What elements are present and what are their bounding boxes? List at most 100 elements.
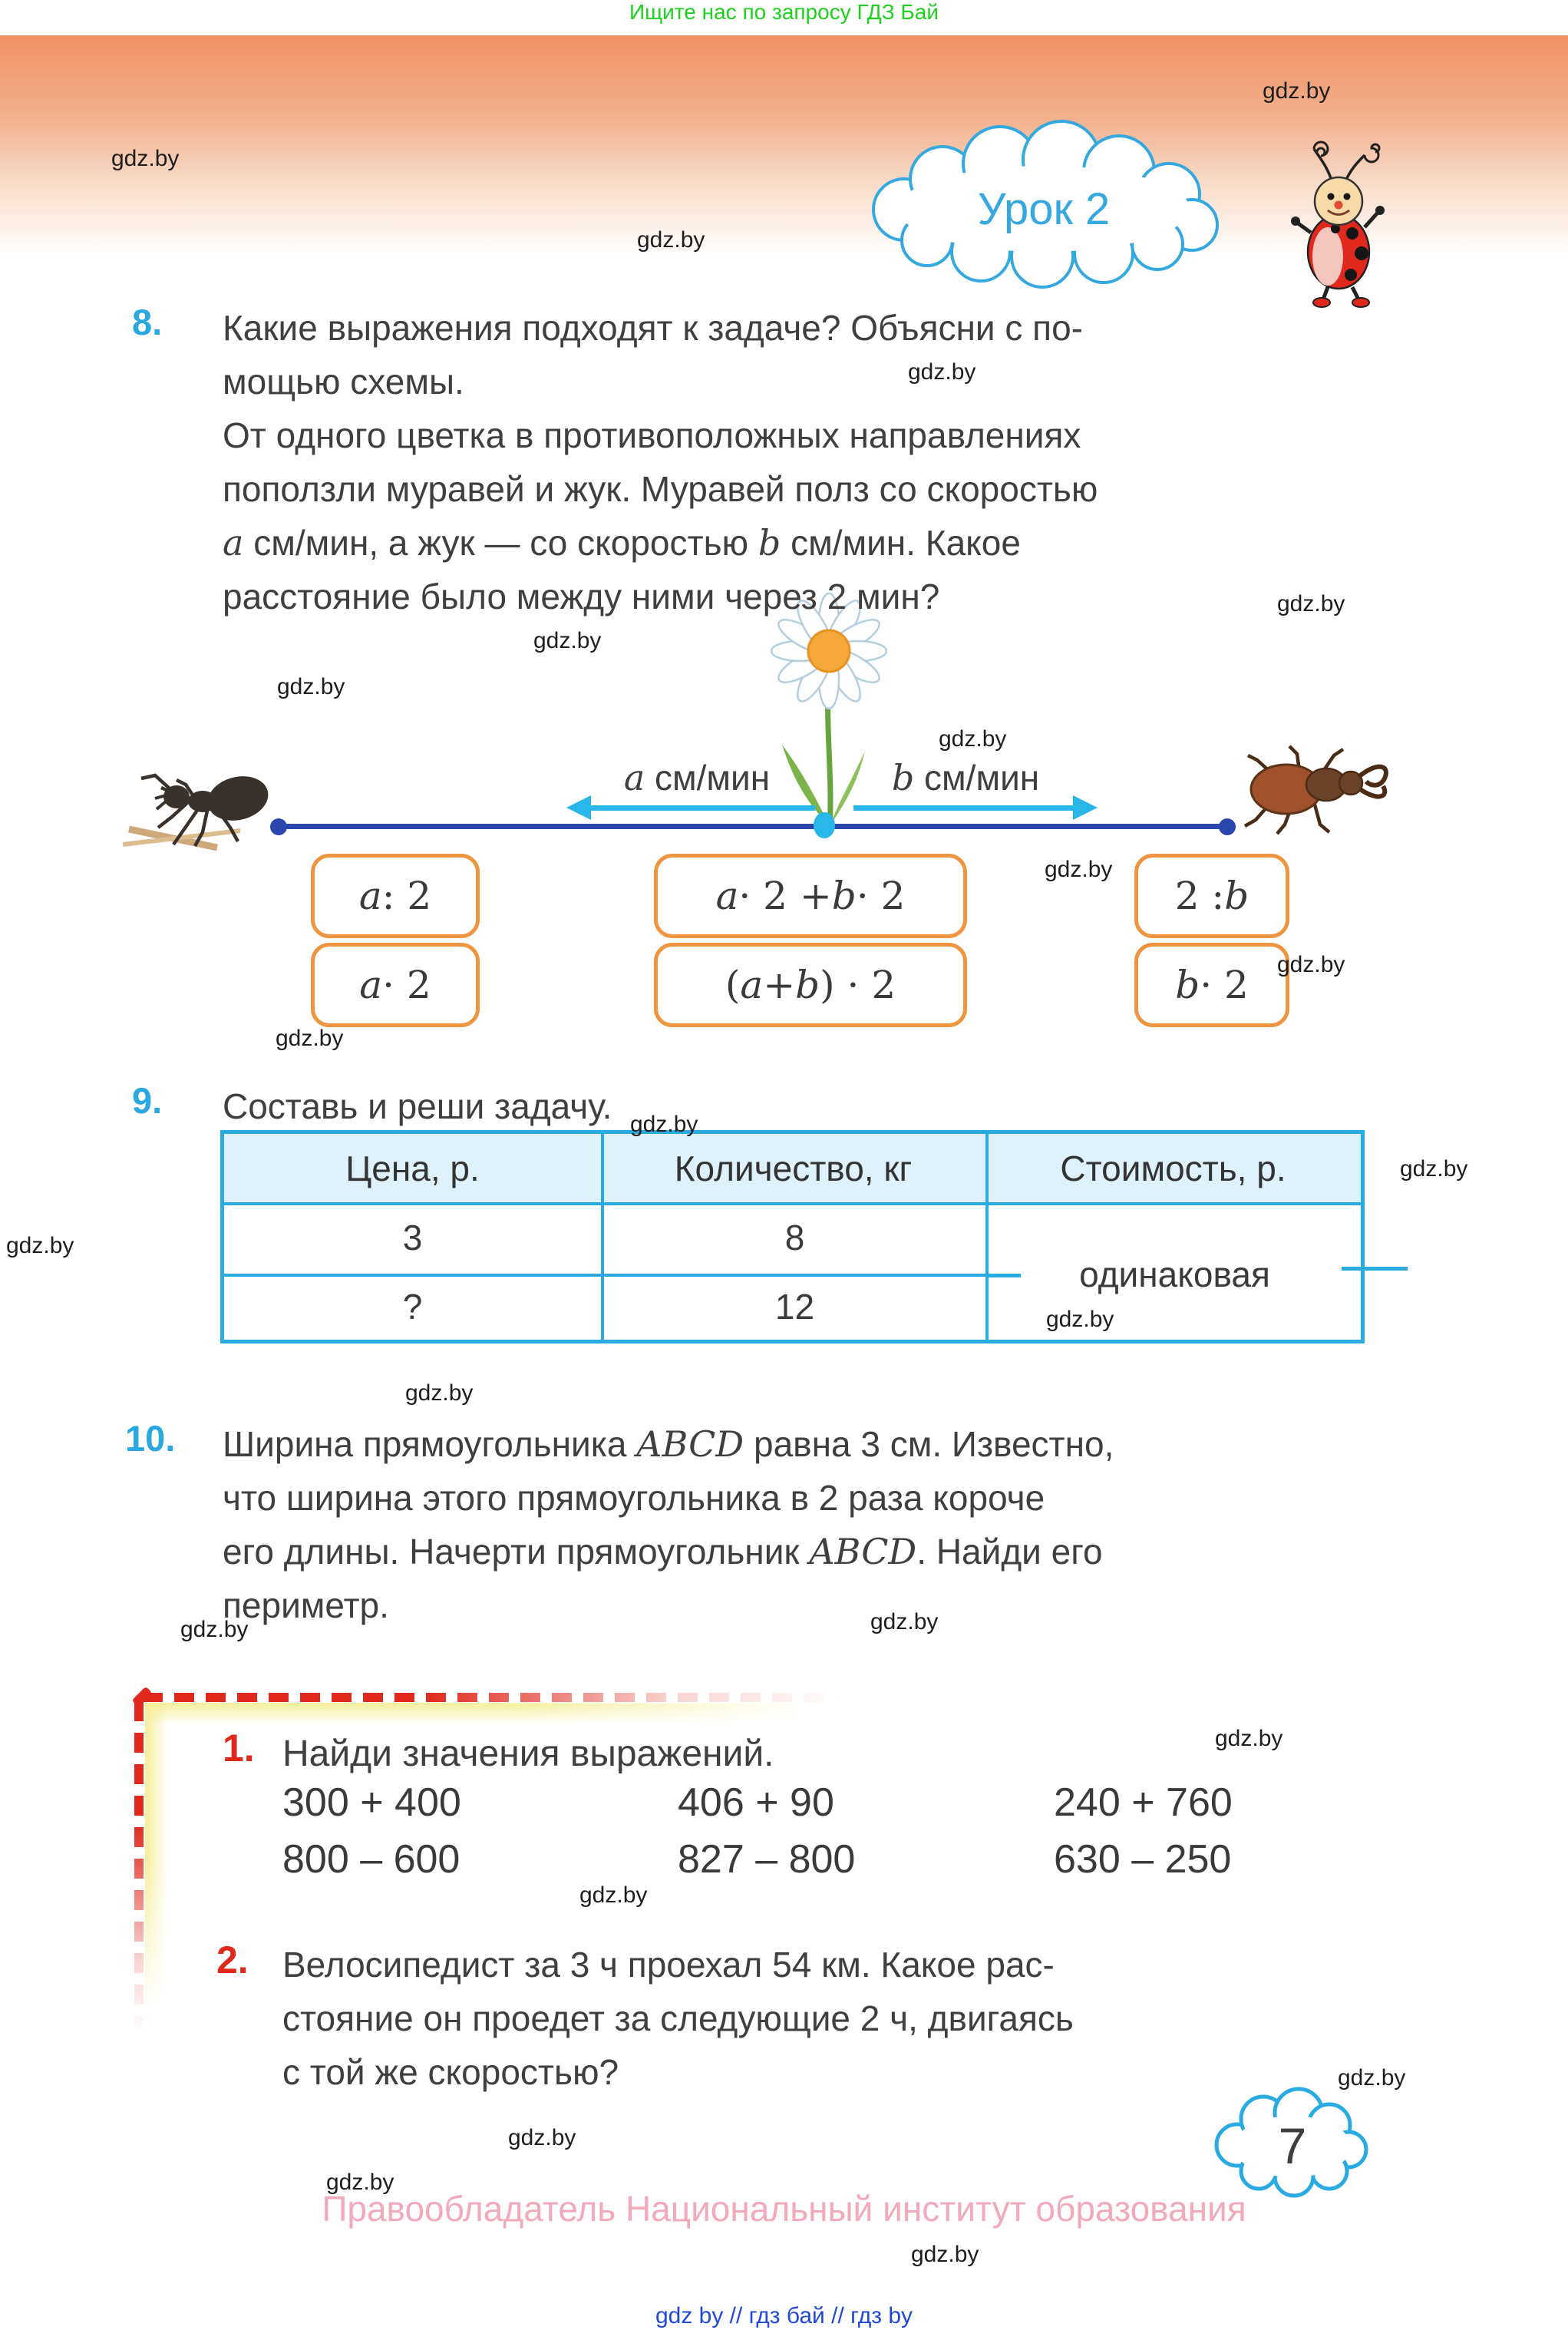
speed-label-right: b см/мин xyxy=(891,757,1040,798)
daisy-flower-icon xyxy=(770,592,888,828)
task1-expression: 630 – 250 xyxy=(1054,1837,1232,1882)
expression-option: 2 : b xyxy=(1134,854,1289,938)
task1-number: 1. xyxy=(223,1727,255,1770)
problem9-table: Цена, р. Количество, кг Стоимость, р. 3 … xyxy=(220,1130,1365,1344)
problem10-number: 10. xyxy=(125,1418,176,1459)
problem8-line: поползли муравей и жук. Муравей полз со … xyxy=(223,469,1098,509)
header-gradient-band xyxy=(0,35,1568,256)
merged-cell-right-stub xyxy=(1342,1267,1408,1271)
watermark: gdz.by xyxy=(1215,1726,1283,1751)
watermark: gdz.by xyxy=(326,2170,394,2195)
watermark: gdz.by xyxy=(579,1882,648,1908)
table-column-divider xyxy=(601,1134,604,1340)
footer-links: gdz by // гдз бай // гдз by xyxy=(655,2303,913,2328)
watermark: gdz.by xyxy=(111,146,180,171)
task1-expression: 827 – 800 xyxy=(678,1837,856,1882)
expression-option: a · 2 + b · 2 xyxy=(654,854,967,938)
watermark: gdz.by xyxy=(1046,1307,1114,1332)
table-cell: ? xyxy=(402,1287,423,1327)
table-cell: 12 xyxy=(774,1287,815,1327)
watermark: gdz.by xyxy=(637,227,705,253)
task2-text: Велосипедист за 3 ч проехал 54 км. Какое… xyxy=(282,1938,1074,2099)
watermark: gdz.by xyxy=(405,1380,474,1406)
task1-title: Найди значения выражений. xyxy=(282,1734,774,1774)
promo-text: Ищите нас по запросу ГДЗ Бай xyxy=(629,0,939,24)
table-cell: 8 xyxy=(784,1218,805,1258)
homework-border-top-fade xyxy=(143,1691,880,1704)
problem8-line: расстояние было между ними через 2 мин? xyxy=(223,577,940,616)
expression-option: b · 2 xyxy=(1134,943,1289,1027)
table-header-row: Цена, р. Количество, кг Стоимость, р. xyxy=(224,1134,1361,1205)
problem10-line: Ширина прямоугольника ABCD равна 3 см. И… xyxy=(223,1423,1114,1465)
task1-expression: 240 + 760 xyxy=(1054,1780,1233,1825)
task2-line: Велосипедист за 3 ч проехал 54 км. Какое… xyxy=(282,1945,1055,1985)
lesson-label: Урок 2 xyxy=(978,184,1111,234)
problem8-text: Какие выражения подходят к задаче? Объяс… xyxy=(223,301,1098,623)
watermark: gdz.by xyxy=(1338,2065,1406,2090)
watermark: gdz.by xyxy=(911,2242,979,2267)
watermark: gdz.by xyxy=(870,1609,939,1634)
watermark: gdz.by xyxy=(277,674,345,699)
task2-line: стояние он проедет за следующие 2 ч, дви… xyxy=(282,1998,1074,2038)
arrow-right-head xyxy=(1073,795,1098,820)
page-number: 7 xyxy=(1279,2117,1307,2174)
watermark: gdz.by xyxy=(939,726,1007,752)
line-right-dot xyxy=(1219,818,1236,835)
ant-icon xyxy=(122,773,269,851)
problem8-line: От одного цветка в противоположных напра… xyxy=(223,415,1081,455)
arrow-left-line xyxy=(589,805,815,811)
table-column-divider xyxy=(985,1134,989,1340)
homework-border-glow-top xyxy=(146,1703,844,1724)
table-header-cell: Цена, р. xyxy=(345,1148,480,1188)
problem8-line: a см/мин, а жук — со скоростью b см/мин.… xyxy=(223,522,1021,564)
page-number-cloud: 7 xyxy=(1214,2087,1368,2198)
table-header-cell: Стоимость, р. xyxy=(1060,1148,1286,1188)
watermark: gdz.by xyxy=(1045,857,1113,882)
homework-border-left-fade xyxy=(133,1701,145,2047)
expression-option: (a + b) · 2 xyxy=(654,943,967,1027)
task1-expression: 300 + 400 xyxy=(282,1780,461,1825)
problem10-text: Ширина прямоугольника ABCD равна 3 см. И… xyxy=(223,1417,1114,1632)
watermark: gdz.by xyxy=(630,1112,698,1137)
speed-label-left: a см/мин xyxy=(623,757,771,798)
line-left-dot xyxy=(270,818,287,835)
copyright-text: Правообладатель Национальный институт об… xyxy=(322,2189,1246,2229)
watermark: gdz.by xyxy=(508,2125,576,2150)
watermark: gdz.by xyxy=(1277,591,1345,616)
table-cell: 3 xyxy=(402,1218,423,1258)
expression-option: a · 2 xyxy=(311,943,480,1027)
flower-point-dot xyxy=(814,812,835,838)
watermark: gdz.by xyxy=(1277,952,1345,977)
watermark: gdz.by xyxy=(1400,1156,1468,1182)
homework-border-glow-left xyxy=(145,1703,168,2025)
table-header-cell: Количество, кг xyxy=(674,1148,913,1188)
watermark: gdz.by xyxy=(1263,78,1331,104)
table-row-divider xyxy=(224,1274,985,1277)
problem9-title: Составь и реши задачу. xyxy=(223,1086,612,1126)
watermark: gdz.by xyxy=(180,1617,249,1642)
task2-line: с той же скоростью? xyxy=(282,2052,619,2092)
problem10-line: периметр. xyxy=(223,1585,389,1625)
arrow-left-head xyxy=(566,795,591,820)
ladybug-icon xyxy=(1291,140,1385,308)
task2-number: 2. xyxy=(216,1938,249,1981)
problem8-line: мощью схемы. xyxy=(223,362,464,402)
problem8-number: 8. xyxy=(132,302,163,342)
task1-expression: 800 – 600 xyxy=(282,1837,460,1882)
lesson-cloud: Урок 2 xyxy=(872,120,1219,289)
problem9-number: 9. xyxy=(132,1080,163,1121)
beetle-icon xyxy=(1243,745,1388,835)
watermark: gdz.by xyxy=(6,1233,74,1258)
watermark: gdz.by xyxy=(533,628,602,653)
problem10-line: его длины. Начерти прямоугольник ABCD. Н… xyxy=(223,1531,1103,1572)
expression-option: a : 2 xyxy=(311,854,480,938)
merged-cell-left-stub xyxy=(989,1274,1021,1277)
distance-line xyxy=(279,824,1226,829)
arrow-right-line xyxy=(853,805,1074,811)
watermark: gdz.by xyxy=(276,1026,344,1051)
watermark: gdz.by xyxy=(908,359,976,385)
table-merged-cell: одинаковая xyxy=(1079,1254,1270,1294)
problem10-line: что ширина этого прямоугольника в 2 раза… xyxy=(223,1478,1045,1518)
problem8-line: Какие выражения подходят к задаче? Объяс… xyxy=(223,308,1083,348)
